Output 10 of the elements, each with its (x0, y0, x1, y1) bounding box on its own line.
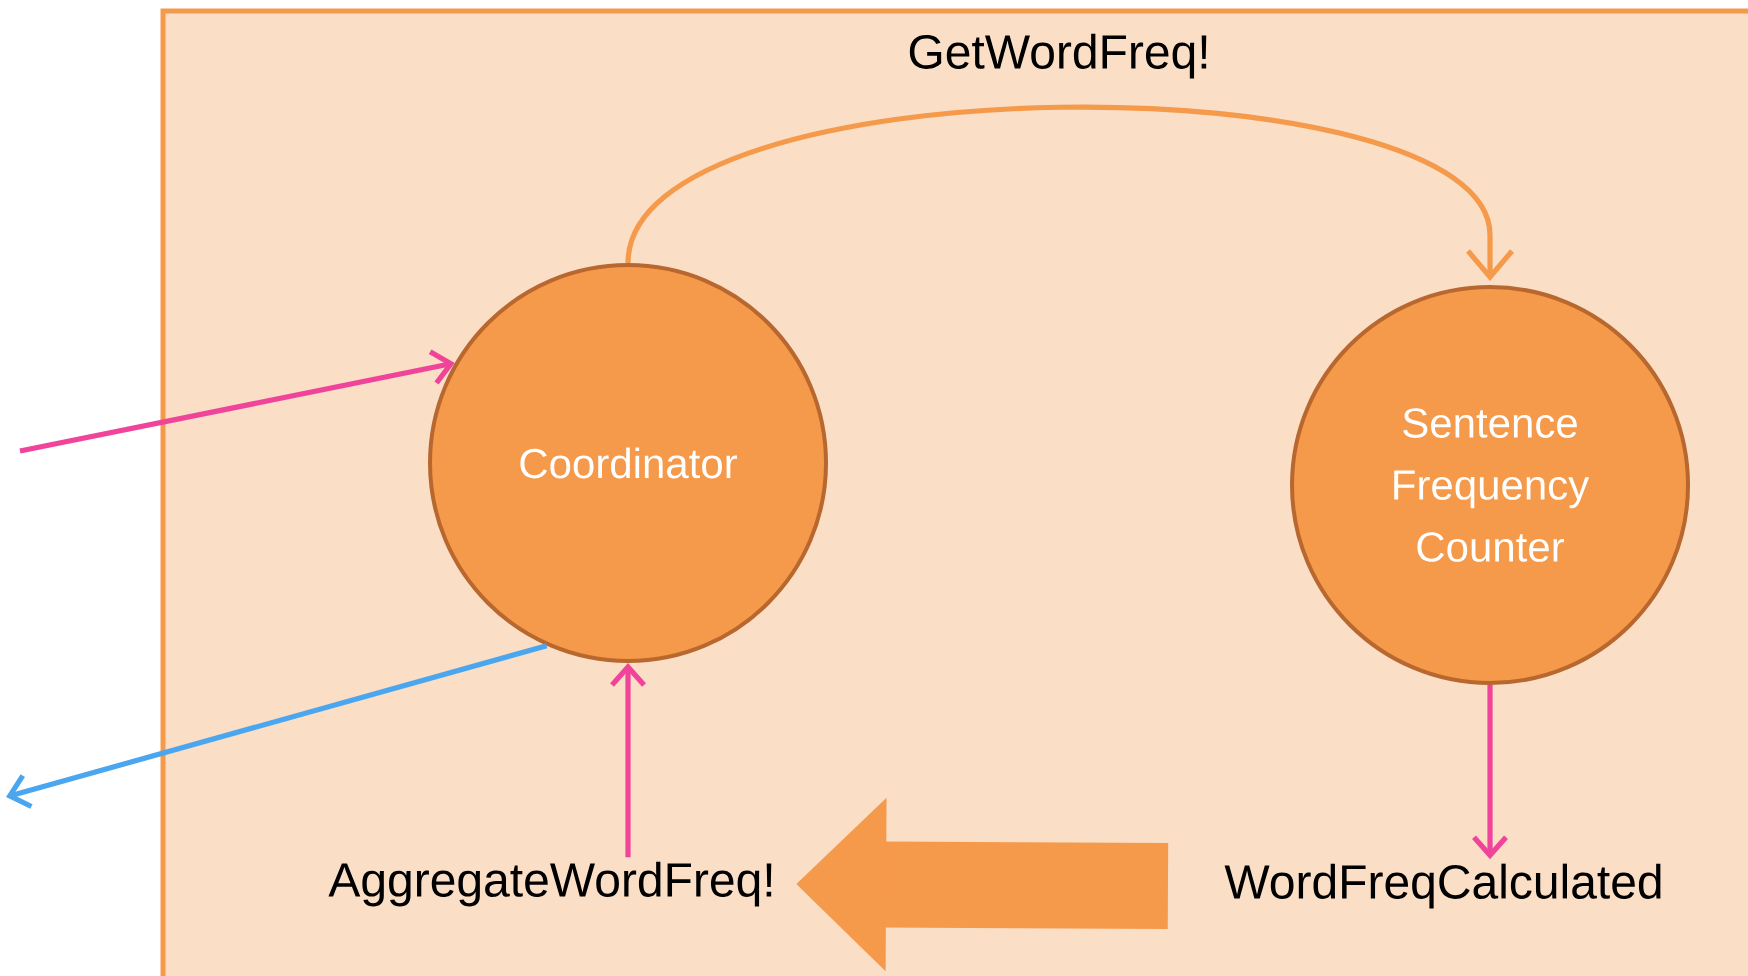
message-label: WordFreqCalculated (1224, 863, 1661, 909)
message-label: AggregateWordFreq! (328, 861, 772, 907)
arrow (625, 104, 1514, 281)
arrow (1472, 685, 1508, 860)
circle-node: Coordinator (428, 263, 828, 663)
edge-label: GetWordFreq! (903, 29, 1215, 83)
arrow (610, 663, 646, 858)
arrow (6, 643, 548, 809)
circle-node: Sentence Frequency Counter (1290, 285, 1690, 685)
arrow (19, 349, 455, 454)
